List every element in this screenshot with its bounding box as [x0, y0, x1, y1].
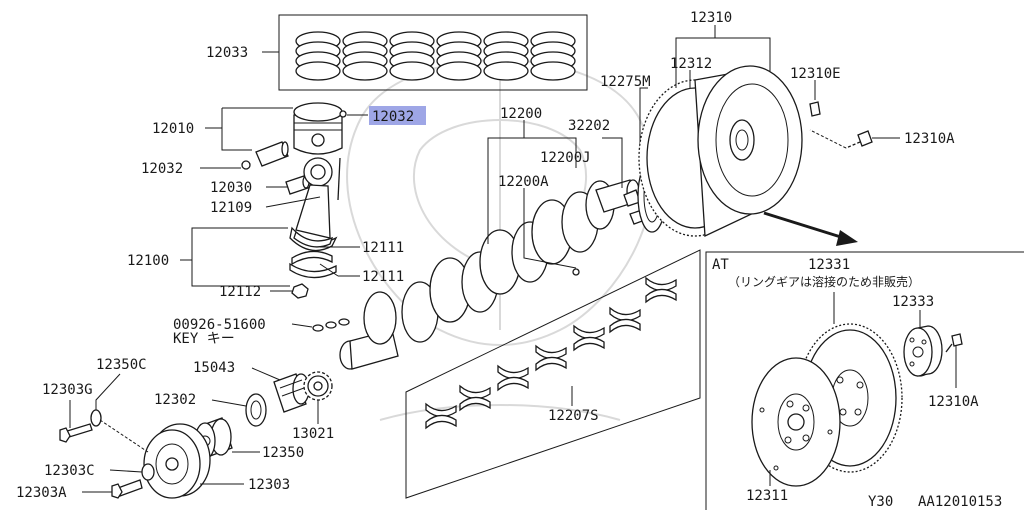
- label-12109[interactable]: 12109: [210, 200, 252, 216]
- label-00926-51600[interactable]: 00926-51600: [173, 317, 266, 333]
- label-12312[interactable]: 12312: [670, 56, 712, 72]
- label-12200j[interactable]: 12200J: [540, 150, 591, 166]
- label-12200a[interactable]: 12200A: [498, 174, 549, 190]
- label-12112[interactable]: 12112: [219, 284, 261, 300]
- flywheel-bolt: [809, 129, 873, 149]
- label-12303g[interactable]: 12303G: [42, 382, 93, 398]
- main-bearings: [425, 276, 677, 430]
- label-12275m[interactable]: 12275M: [600, 74, 651, 90]
- label-12303a[interactable]: 12303A: [16, 485, 67, 501]
- label-12333[interactable]: 12333: [892, 294, 934, 310]
- label-12303c[interactable]: 12303C: [44, 463, 95, 479]
- label-12200[interactable]: 12200: [500, 106, 542, 122]
- label-12310a-top[interactable]: 12310A: [904, 131, 955, 147]
- label-12111-a[interactable]: 12111: [362, 240, 404, 256]
- label-12350c[interactable]: 12350C: [96, 357, 147, 373]
- label-12303[interactable]: 12303: [248, 477, 290, 493]
- drive-plate: [751, 357, 841, 487]
- label-12111-b[interactable]: 12111: [362, 269, 404, 285]
- label-12033[interactable]: 12033: [206, 45, 248, 61]
- diagram-id: AA12010153: [918, 494, 1002, 510]
- front-seal-ring: [245, 393, 267, 427]
- label-15043[interactable]: 15043: [193, 360, 235, 376]
- con-rod-bearing-lower: [289, 250, 337, 279]
- dowel-pin: [809, 101, 821, 117]
- piston: [293, 102, 343, 155]
- bolt-12303g: [59, 423, 93, 443]
- model-code: Y30: [868, 494, 893, 510]
- label-12032-highlighted[interactable]: 12032: [372, 109, 414, 125]
- label-12310a[interactable]: 12310A: [928, 394, 979, 410]
- piston-rings: [295, 31, 576, 81]
- label-key[interactable]: KEY キー: [173, 331, 235, 347]
- woodruff-keys: [312, 318, 350, 332]
- at-panel-note: （リングギアは溶接のため非販売）: [728, 274, 920, 289]
- con-rod-nut: [291, 283, 309, 299]
- label-12310e[interactable]: 12310E: [790, 66, 841, 82]
- piston-pin: [255, 141, 289, 167]
- snap-ring-left: [241, 160, 251, 170]
- washer-12350c: [90, 409, 102, 427]
- label-12207s[interactable]: 12207S: [548, 408, 599, 424]
- at-panel-border: [705, 251, 1024, 510]
- con-rod-bearing-upper: [293, 230, 334, 248]
- crank-pulley: [143, 423, 211, 499]
- washer-12303c: [141, 463, 155, 481]
- label-12350[interactable]: 12350: [262, 445, 304, 461]
- label-12302[interactable]: 12302: [154, 392, 196, 408]
- crank-sprocket: [303, 371, 333, 401]
- label-12311[interactable]: 12311: [746, 488, 788, 504]
- label-12032[interactable]: 12032: [141, 161, 183, 177]
- arrow-to-at-panel: [763, 211, 858, 246]
- label-12100[interactable]: 12100: [127, 253, 169, 269]
- flywheel: [638, 65, 803, 237]
- drive-plate-bolt: [945, 333, 963, 353]
- bushing: [285, 175, 310, 195]
- reinforcement-plate: [903, 325, 943, 377]
- snap-ring-top: [339, 110, 347, 118]
- label-32202[interactable]: 32202: [568, 118, 610, 134]
- bolt-12303a: [111, 479, 143, 499]
- label-12010[interactable]: 12010: [152, 121, 194, 137]
- highlight-12032: [369, 106, 426, 125]
- main-bearings-box: [405, 249, 701, 499]
- crankshaft: [339, 179, 640, 370]
- label-12331[interactable]: 12331: [808, 257, 850, 273]
- label-12310[interactable]: 12310: [690, 10, 732, 26]
- at-panel-title: AT: [712, 257, 729, 273]
- label-13021[interactable]: 13021: [292, 426, 334, 442]
- label-12030[interactable]: 12030: [210, 180, 252, 196]
